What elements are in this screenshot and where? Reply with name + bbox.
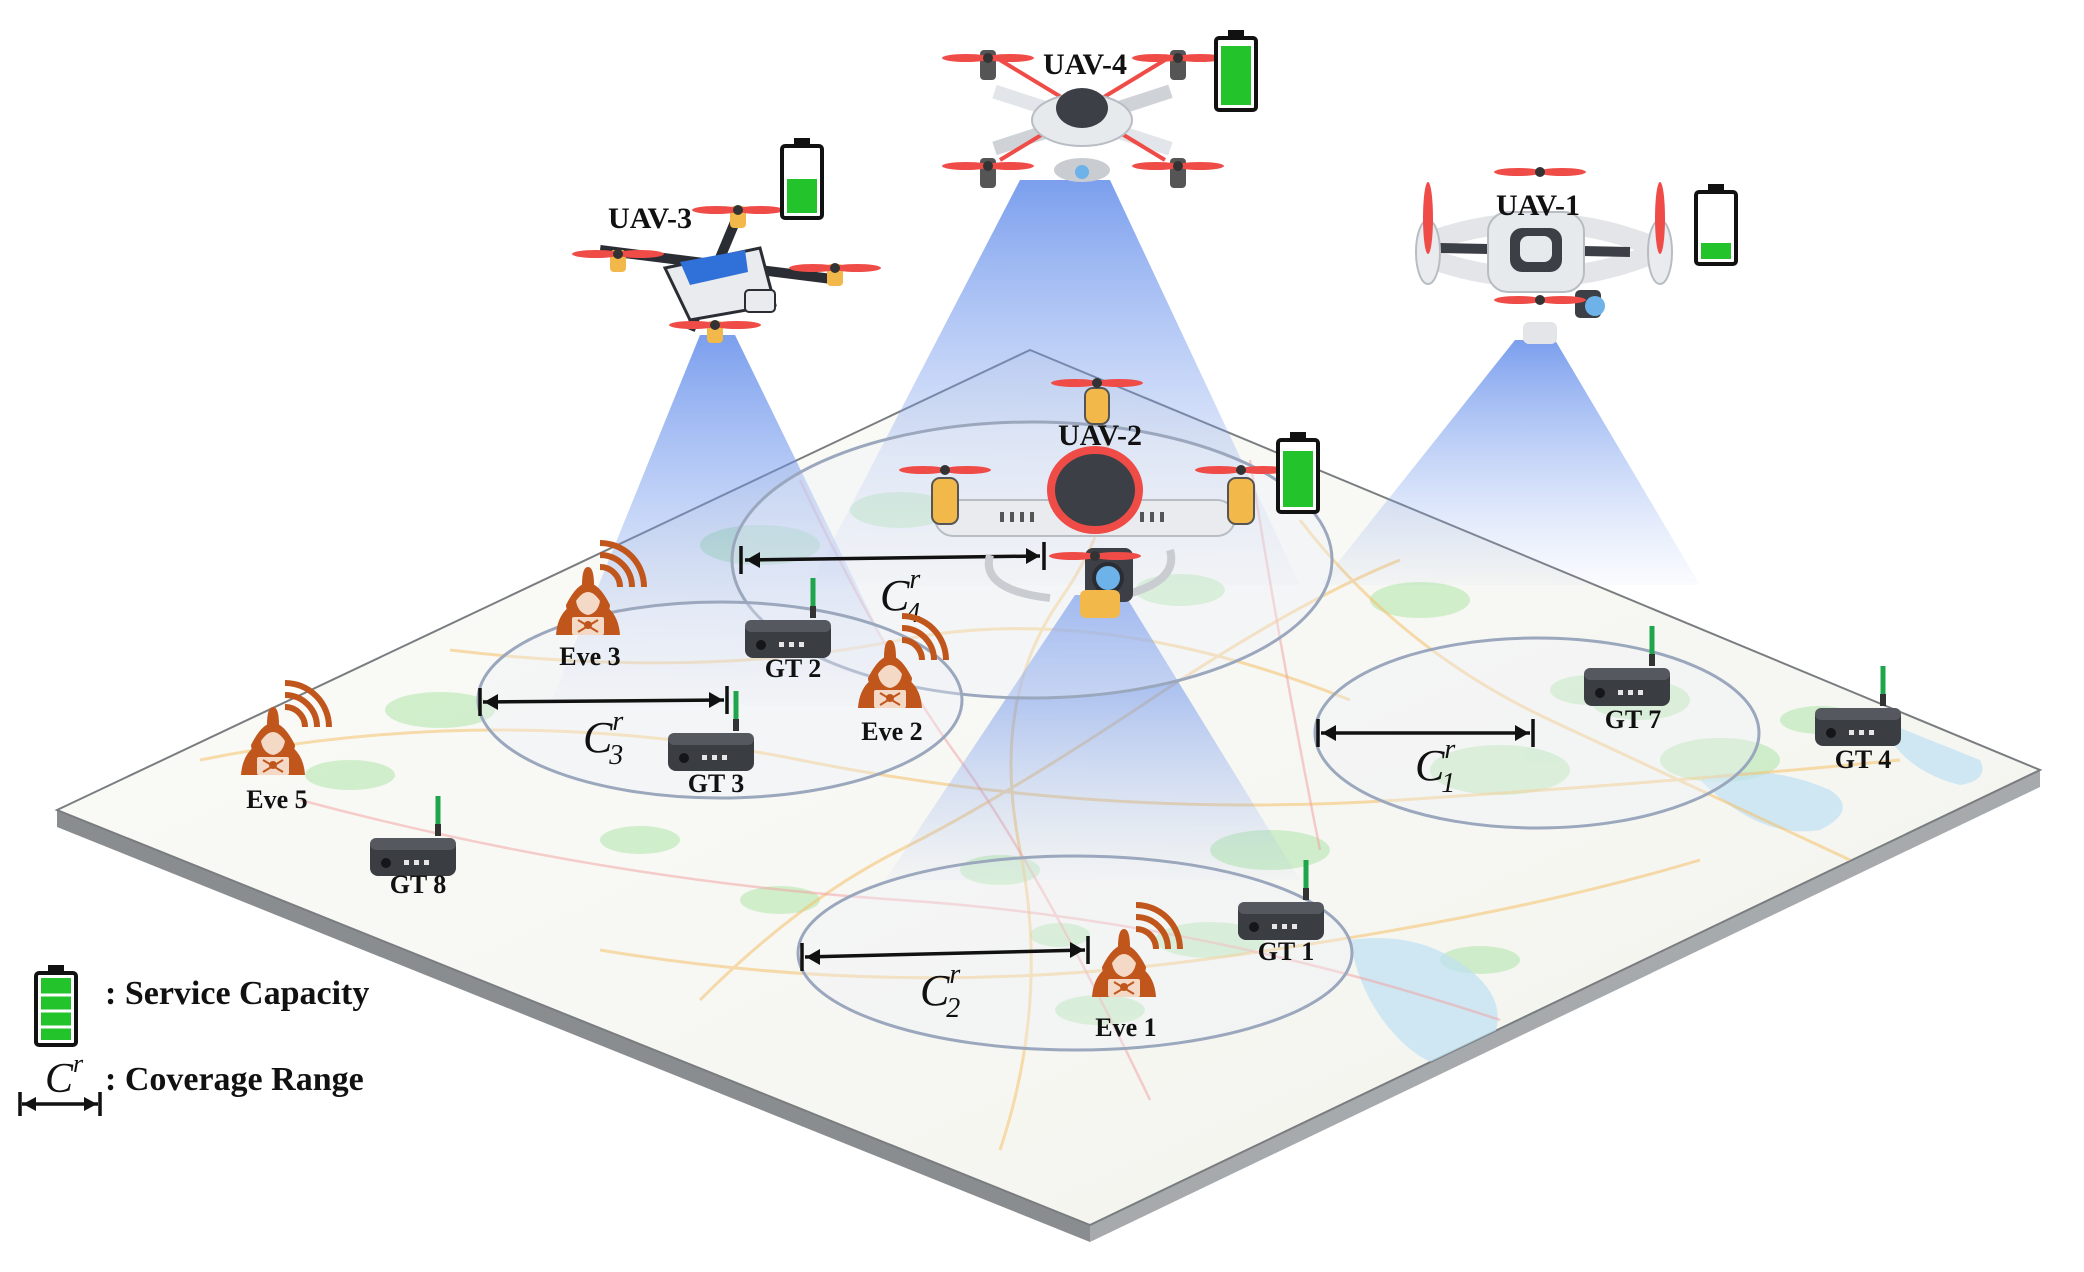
eve-1-label: Eve 1: [1095, 1013, 1156, 1042]
uav-2-battery-icon: [1276, 430, 1320, 514]
eavesdroppers: Eve 3 Eve 2 Eve 5 Eve 1: [241, 543, 1180, 1042]
legend: : Service Capacity Cr : Coverage Range: [18, 963, 369, 1116]
uav-2-label: UAV-2: [1058, 419, 1142, 452]
uav-3: UAV-3: [572, 136, 881, 343]
uav-3-label: UAV-3: [608, 202, 692, 235]
uav-4-battery: [1214, 28, 1258, 112]
eve-3-label: Eve 3: [559, 642, 620, 671]
uav-1-label: UAV-1: [1496, 189, 1580, 222]
gt-2-label: GT 2: [765, 654, 822, 683]
gt-8-label: GT 8: [390, 870, 447, 899]
gt-3-label: GT 3: [688, 769, 745, 798]
uav-1-battery: [1694, 182, 1738, 266]
legend-range-symbol: Cr: [45, 1049, 84, 1102]
battery-level-fill: [787, 179, 817, 213]
legend-range-text: : Coverage Range: [105, 1061, 364, 1098]
gt-4-label: GT 4: [1835, 745, 1892, 774]
uav-4: UAV-4: [942, 28, 1258, 188]
uav-2: UAV-2: [899, 378, 1320, 618]
gt-7-label: GT 7: [1605, 705, 1662, 734]
legend-battery: [34, 963, 78, 1047]
beam-uav2: [885, 595, 1300, 880]
drone-icon: [942, 50, 1224, 188]
uav-1: UAV-1: [1415, 167, 1738, 344]
drone-icon: [572, 205, 881, 343]
drone-icon: [1415, 167, 1673, 344]
beam-uav1: [1320, 340, 1700, 585]
legend-capacity-text: : Service Capacity: [105, 975, 369, 1012]
drone-icon: [899, 378, 1287, 618]
eve-5-label: Eve 5: [246, 785, 307, 814]
double-arrow-icon: [18, 1092, 102, 1116]
ground-terminals: GT 2 GT 3 GT 8 GT 1 GT 7 GT 4: [370, 578, 1901, 966]
battery-level-fill: [1701, 243, 1731, 259]
uav-4-label: UAV-4: [1043, 48, 1127, 81]
gt-1-label: GT 1: [1258, 937, 1315, 966]
eve-2-label: Eve 2: [861, 717, 922, 746]
battery-level-fill: [1221, 46, 1251, 105]
battery-level-fill: [1283, 451, 1313, 507]
uav-3-battery: [780, 136, 824, 220]
